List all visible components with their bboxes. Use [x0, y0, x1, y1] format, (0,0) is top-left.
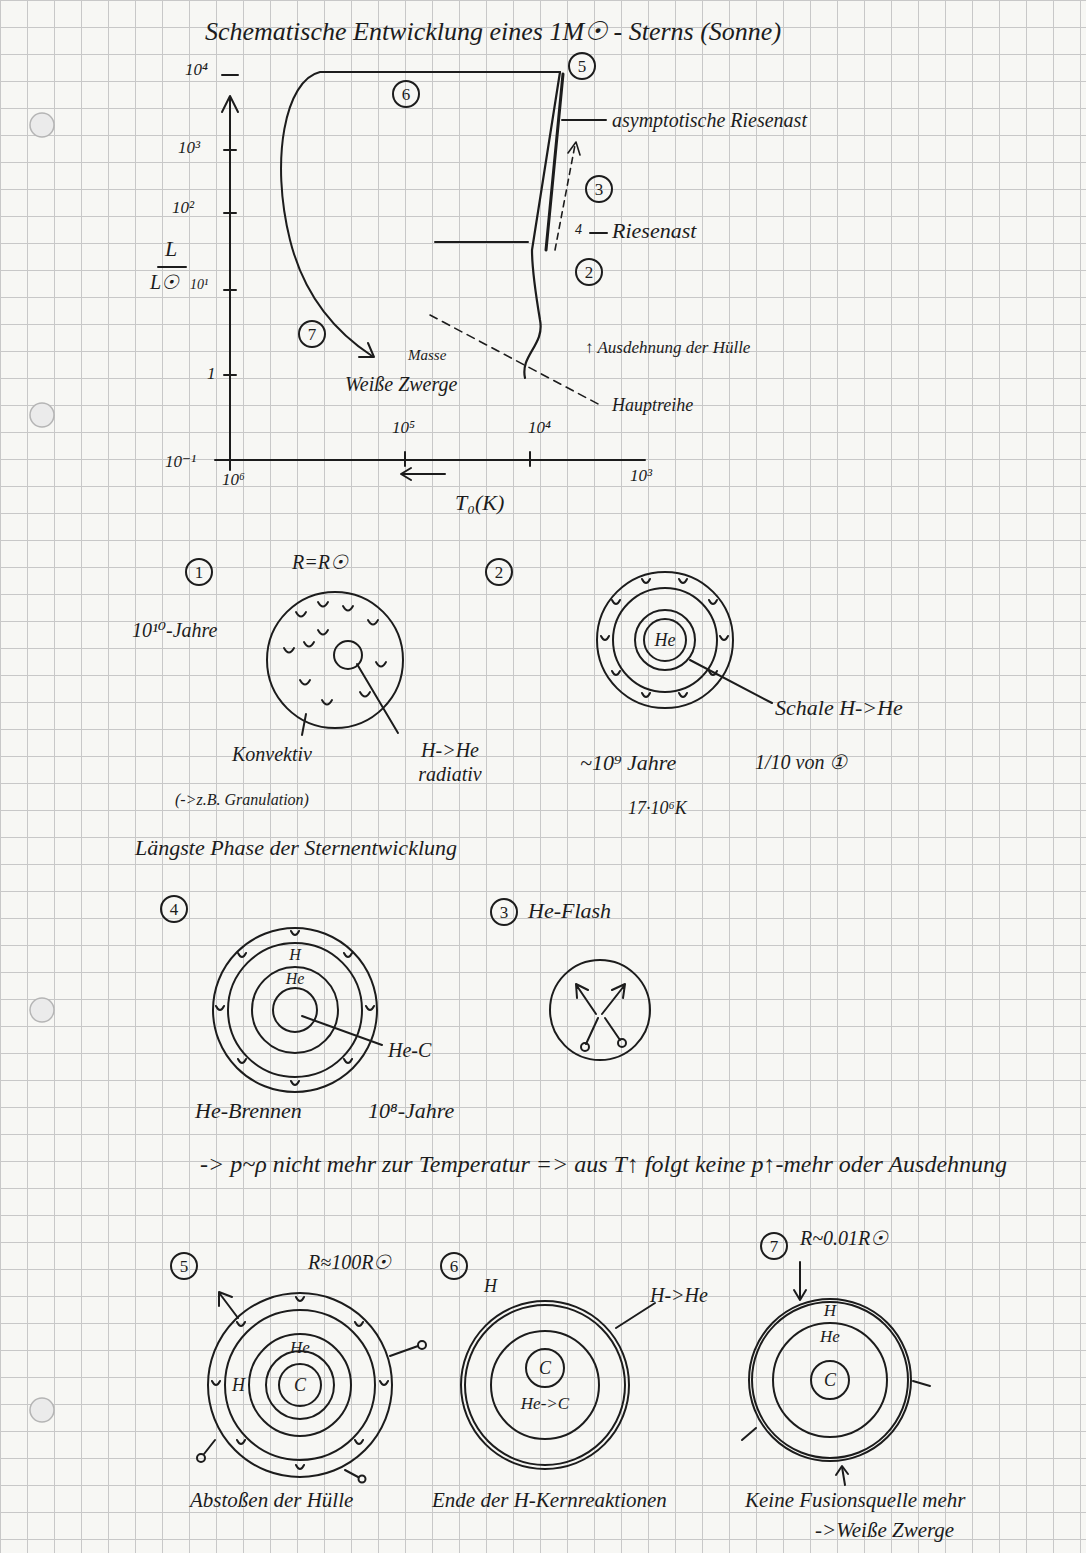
note-label: ↑ Ausdehnung der Hülle [585, 338, 750, 358]
callout-number: 3 [585, 175, 613, 203]
star-layer-circle: H He [227, 942, 363, 1078]
layer-label: He->C [492, 1394, 598, 1414]
note-label: R≈100R☉ [308, 1250, 391, 1274]
note-label: ->Weiße Zwerge [815, 1518, 954, 1543]
layer-label: H [229, 946, 361, 964]
note-label: 10¹⁰-Jahre [132, 618, 217, 642]
star-layer-circle: He [643, 618, 687, 662]
note-label: 10³ [178, 138, 200, 158]
note-label: 10⁸-Jahre [368, 1098, 454, 1124]
note-label: 10⁻¹ [165, 452, 196, 472]
callout-number: 2 [575, 258, 603, 286]
star-layer-circle: He->C C [490, 1330, 600, 1440]
layer-label: He [645, 630, 685, 651]
note-label: T₀(K) [455, 490, 504, 516]
star-layer-circle: HeC [772, 1322, 888, 1438]
star-layer-circle: HHeC [224, 1309, 376, 1461]
note-label: 10⁴ [528, 418, 551, 438]
note-label: R~0.01R☉ [800, 1226, 888, 1250]
note-label: R=R☉ [292, 550, 348, 574]
callout-number: 5 [170, 1252, 198, 1280]
star-layer-circle: HHe->CC [460, 1300, 630, 1470]
note-label: 1/10 von ① [755, 750, 847, 774]
star-layer-circle: C [810, 1360, 850, 1400]
note-label: 10³ [630, 466, 652, 486]
callout-number: 7 [298, 320, 326, 348]
note-label: -> p~ρ nicht mehr zur Temperatur => aus … [200, 1142, 1040, 1186]
note-label: Hauptreihe [612, 395, 693, 417]
callout-number: 7 [760, 1232, 788, 1260]
note-label: 1 [207, 364, 216, 384]
note-label: He-Brennen [195, 1098, 302, 1124]
note-label: Konvektiv [232, 742, 312, 766]
note-label: Riesenast [612, 218, 696, 244]
note-label: H->He [650, 1283, 708, 1307]
note-label: L [165, 236, 177, 262]
callout-number: 6 [440, 1252, 468, 1280]
note-label: 4 [575, 222, 582, 239]
note-label: Weiße Zwerge [345, 372, 457, 396]
note-label: Masse [408, 346, 446, 364]
layer-label: C [280, 1375, 320, 1396]
note-label: 10⁴ [185, 60, 208, 80]
note-label: ~10⁹ Jahre [580, 750, 676, 776]
callout-number: 5 [568, 52, 596, 80]
note-label: Keine Fusionsquelle mehr [745, 1488, 965, 1513]
callout-number: 6 [392, 80, 420, 108]
note-label: Ende der H-Kernreaktionen [432, 1488, 667, 1513]
star-layer-circle: C [278, 1363, 322, 1407]
layer-label: He [253, 970, 337, 988]
note-label: asymptotische Riesenast [612, 108, 807, 132]
note-label: 10⁵ [392, 418, 415, 438]
note-label: (->z.B. Granulation) [175, 790, 309, 809]
hr-diagram [158, 72, 645, 480]
star-layer-circle: HHeC [748, 1298, 912, 1462]
callout-number: 1 [185, 558, 213, 586]
punch-holes [30, 113, 54, 1422]
layer-label: C [527, 1358, 563, 1379]
star-layer-circle: He [251, 966, 339, 1054]
note-label: 10¹ [190, 277, 208, 294]
layer-label: H [484, 1276, 497, 1297]
star-layer-circle: HeC [248, 1333, 352, 1437]
note-label: Schale H->He [775, 695, 903, 721]
callout-number: 3 [490, 898, 518, 926]
layer-label: H [232, 1375, 245, 1396]
note-label: He-C [388, 1038, 431, 1062]
layer-label: He [774, 1327, 886, 1347]
callout-number: 2 [485, 558, 513, 586]
note-label: Längste Phase der Sternentwicklung [135, 835, 457, 861]
star-sketches [197, 572, 930, 1485]
layer-label: H [750, 1301, 910, 1321]
diagram-title: Schematische Entwicklung eines 1M☉ - Ste… [205, 16, 781, 47]
note-label: 10² [172, 198, 194, 218]
callout-number: 4 [160, 895, 188, 923]
note-label: 10⁶ [222, 470, 245, 490]
note-label: He-Flash [528, 898, 611, 924]
note-label: L☉ [150, 270, 179, 294]
note-label: Abstoßen der Hülle [190, 1488, 353, 1513]
layer-label: C [812, 1370, 848, 1391]
note-label: 17·10⁶K [628, 798, 687, 820]
note-label: H->He radiativ [395, 738, 505, 786]
layer-label: He [250, 1338, 350, 1358]
star-layer-circle: C [525, 1348, 565, 1388]
